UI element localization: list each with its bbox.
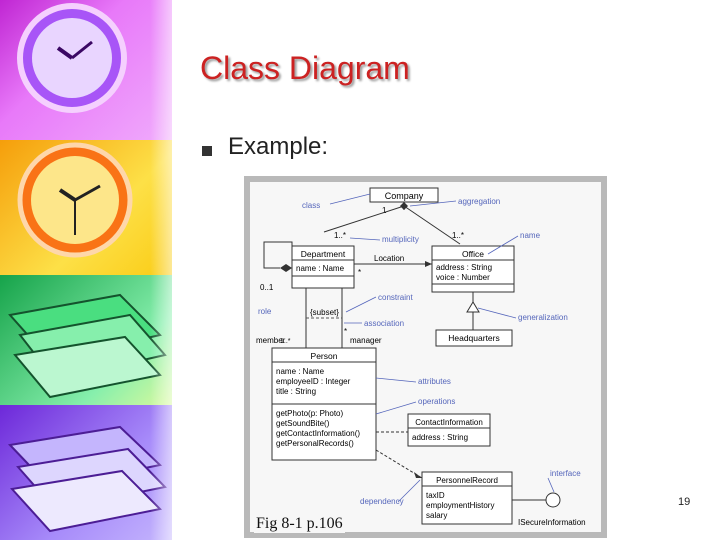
purple-books-panel xyxy=(0,405,172,540)
slide-title: Class Diagram xyxy=(200,50,410,86)
class-department-name: Department xyxy=(301,249,346,259)
clock-icon xyxy=(17,3,127,113)
callout-multiplicity: multiplicity xyxy=(382,235,419,244)
mult-location-star: * xyxy=(358,268,361,277)
contact-attr: address : String xyxy=(412,433,468,442)
class-person-name: Person xyxy=(311,351,338,361)
mult-office-many: 1..* xyxy=(452,231,464,240)
mult-company-one: 1 xyxy=(382,206,387,215)
callout-attributes: attributes xyxy=(418,377,451,386)
mult-dept-many: 1..* xyxy=(334,231,346,240)
callout-aggregation: aggregation xyxy=(458,197,500,206)
interface-circle xyxy=(545,492,561,508)
class-office-name: Office xyxy=(462,249,484,259)
mult-manager: * xyxy=(344,327,347,336)
page-number: 19 xyxy=(678,496,691,508)
location-label: Location xyxy=(374,254,404,263)
class-diagram-canvas: Company 1 1..* 1..* Department name : Na… xyxy=(250,182,601,532)
self-aggregation-diamond xyxy=(280,264,292,272)
class-diagram-figure: Company 1 1..* 1..* Department name : Na… xyxy=(244,176,607,538)
person-op-4: getPersonalRecords() xyxy=(276,439,354,448)
class-contact-information xyxy=(407,413,491,447)
class-headquarters-name: Headquarters xyxy=(448,333,500,343)
callout-dependency: dependency xyxy=(360,497,404,506)
subset-label: {subset} xyxy=(310,308,339,317)
strip-fade xyxy=(150,0,172,540)
personnel-attr-3: salary xyxy=(426,511,447,520)
dept-self-association xyxy=(263,241,293,269)
office-attr-1: address : String xyxy=(436,263,492,272)
purple-clock-panel xyxy=(0,0,172,140)
department-attr: name : Name xyxy=(296,264,345,273)
class-personnel-name: PersonnelRecord xyxy=(436,476,498,485)
class-headquarters xyxy=(435,329,513,347)
figure-caption: Fig 8-1 p.106 xyxy=(254,515,345,533)
callout-operations: operations xyxy=(418,397,455,406)
callout-interface: interface xyxy=(550,469,581,478)
decorative-photo-strip xyxy=(0,0,172,540)
personnel-dependency xyxy=(375,449,423,479)
class-contact-name: ContactInformation xyxy=(415,418,483,427)
personnel-attr-2: employmentHistory xyxy=(426,501,494,510)
generalization-arrow xyxy=(466,301,480,313)
orange-clock-panel xyxy=(0,140,172,275)
callout-class: class xyxy=(302,201,320,210)
callout-generalization: generalization xyxy=(518,313,568,322)
manager-role: manager xyxy=(350,336,382,345)
person-op-2: getSoundBite() xyxy=(276,419,330,428)
office-attr-2: voice : Number xyxy=(436,273,490,282)
person-op-1: getPhoto(p: Photo) xyxy=(276,409,343,418)
company-office-association xyxy=(403,205,461,245)
callout-role: role xyxy=(258,307,272,316)
mult-member: 1..* xyxy=(280,338,291,345)
bullet-text: Example: xyxy=(228,133,329,160)
callout-association: association xyxy=(364,319,404,328)
clock-icon xyxy=(17,142,133,258)
book-stack-icon xyxy=(8,293,167,399)
interface-name: ISecureInformation xyxy=(518,518,586,527)
callout-constraint: constraint xyxy=(378,293,413,302)
uml-class-diagram: Company 1 1..* 1..* Department name : Na… xyxy=(256,187,586,527)
green-books-panel xyxy=(0,275,172,405)
person-attr-3: title : String xyxy=(276,387,316,396)
personnel-attr-1: taxID xyxy=(426,491,445,500)
callout-name: name xyxy=(520,231,541,240)
company-dept-association xyxy=(323,205,405,233)
person-attr-1: name : Name xyxy=(276,367,325,376)
member-role: member xyxy=(256,336,286,345)
class-company-name: Company xyxy=(385,191,424,201)
book-stack-icon xyxy=(7,425,167,533)
bullet-marker xyxy=(202,146,212,156)
class-personnel-record xyxy=(421,471,513,525)
person-attr-2: employeeID : Integer xyxy=(276,377,351,386)
class-department xyxy=(291,245,355,289)
mult-dept-self: 0..1 xyxy=(260,283,274,292)
person-op-3: getContactInformation() xyxy=(276,429,360,438)
